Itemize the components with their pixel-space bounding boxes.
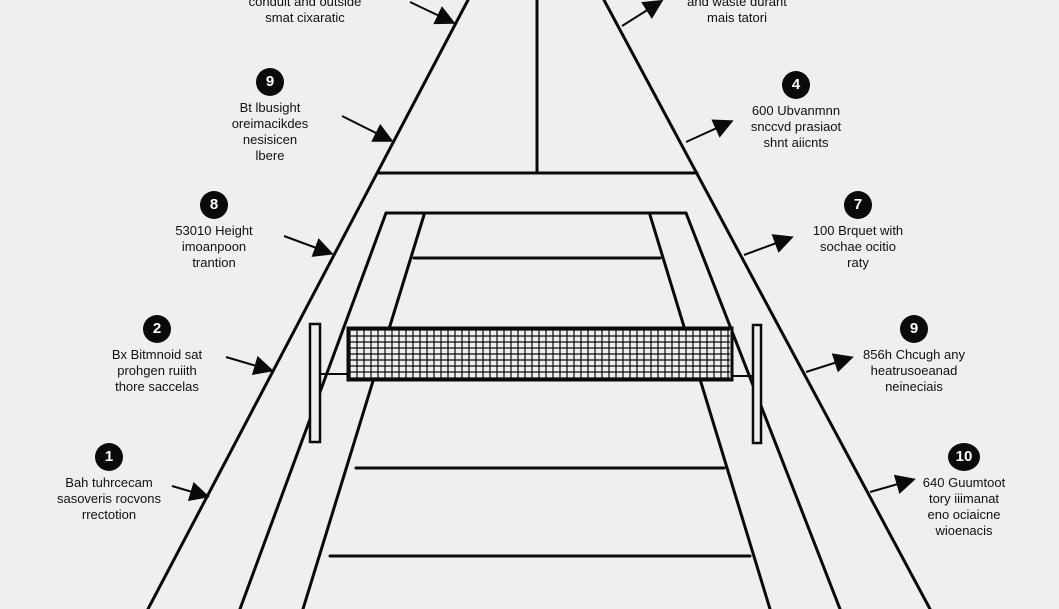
- callout-left-8: 8 53010 Height imoanpoon trantion: [144, 191, 284, 271]
- arrow-top-left: [409, 1, 456, 25]
- callout-line: 640 Guumtoot: [922, 475, 1006, 490]
- callout-top-right: and waste durant mais tatori: [664, 0, 810, 26]
- callout-line: 856h Chcugh any: [863, 347, 965, 362]
- callout-line: conduit and outside: [248, 0, 362, 9]
- callout-line: heatrusoeanad: [870, 363, 958, 378]
- callout-line: neineciais: [885, 379, 943, 394]
- callout-line: prohgen ruiith: [117, 363, 197, 378]
- arrow-right-9: [805, 353, 854, 373]
- callout-line: rrectotion: [81, 507, 137, 522]
- callout-left-9: 9 Bt lbusight oreimacikdes nesisicen lbe…: [200, 68, 340, 164]
- callout-line: 53010 Height: [175, 223, 253, 238]
- callout-line: smat cixaratic: [265, 10, 345, 25]
- outer-sideline-right: [602, 0, 932, 609]
- arrow-left-1: [171, 481, 210, 502]
- net: [308, 322, 763, 445]
- callout-line: oreimacikdes: [231, 116, 309, 131]
- callout-line: Bah tuhrcecam: [65, 475, 153, 490]
- arrow-right-7: [743, 234, 794, 256]
- callout-line: 100 Brquet with: [812, 223, 904, 238]
- callout-line: thore saccelas: [115, 379, 199, 394]
- callout-right-9: 9 856h Chcugh any heatrusoeanad neinecia…: [844, 315, 984, 395]
- callout-line: imoanpoon: [181, 239, 247, 254]
- callout-line: snccvd prasiaot: [750, 119, 842, 134]
- arrow-right-10: [869, 474, 916, 495]
- callout-number-badge: 9: [900, 315, 928, 343]
- callout-number-badge: 9: [256, 68, 284, 96]
- callout-line: trantion: [192, 255, 236, 270]
- callout-right-4: 4 600 Ubvanmnn snccvd prasiaot shnt aiic…: [726, 71, 866, 151]
- callout-line: raty: [847, 255, 869, 270]
- outer-sideline-left: [146, 0, 470, 609]
- callout-line: sasoveris rocvons: [56, 491, 162, 506]
- callout-line: Bx Bitmnoid sat: [111, 347, 203, 362]
- arrow-right-4: [685, 119, 734, 143]
- callout-left-2: 2 Bx Bitmnoid sat prohgen ruiith thore s…: [84, 315, 230, 395]
- callout-number-badge: 7: [844, 191, 872, 219]
- callout-line: and waste durant: [687, 0, 787, 9]
- callout-line: lbere: [255, 148, 285, 163]
- arrow-left-9: [341, 115, 394, 142]
- callout-top-left: conduit and outside smat cixaratic: [232, 0, 378, 26]
- callout-number-badge: 1: [95, 443, 123, 471]
- callout-number-badge: 4: [782, 71, 810, 99]
- net-post-right: [751, 323, 763, 445]
- net-mesh: [349, 329, 730, 379]
- callout-left-1: 1 Bah tuhrcecam sasoveris rocvons rrecto…: [36, 443, 182, 523]
- callout-right-10: 10 640 Guumtoot tory iiimanat eno ociaic…: [894, 443, 1034, 539]
- callout-line: eno ociaicne: [927, 507, 1001, 522]
- callout-line: Bt lbusight: [239, 100, 301, 115]
- singles-line-right: [648, 213, 772, 609]
- callout-right-7: 7 100 Brquet with sochae ocitio raty: [788, 191, 928, 271]
- callout-line: 600 Ubvanmnn: [751, 103, 841, 118]
- net-post-left: [308, 322, 322, 444]
- arrow-left-8: [283, 235, 334, 257]
- callout-number-badge: 8: [200, 191, 228, 219]
- arrow-left-2: [225, 355, 274, 376]
- singles-line-left: [301, 213, 426, 609]
- callout-number-badge: 2: [143, 315, 171, 343]
- arrow-top-right: [621, 0, 664, 27]
- callout-line: nesisicen: [242, 132, 298, 147]
- callout-line: shnt aiicnts: [763, 135, 829, 150]
- callout-number-badge: 10: [948, 443, 980, 471]
- callout-arrows: [171, 0, 916, 502]
- inner-sideline-right: [684, 211, 842, 609]
- callout-line: mais tatori: [707, 10, 767, 25]
- callout-line: sochae ocitio: [820, 239, 896, 254]
- callout-line: tory iiimanat: [928, 491, 1000, 506]
- callout-line: wioenacis: [935, 523, 993, 538]
